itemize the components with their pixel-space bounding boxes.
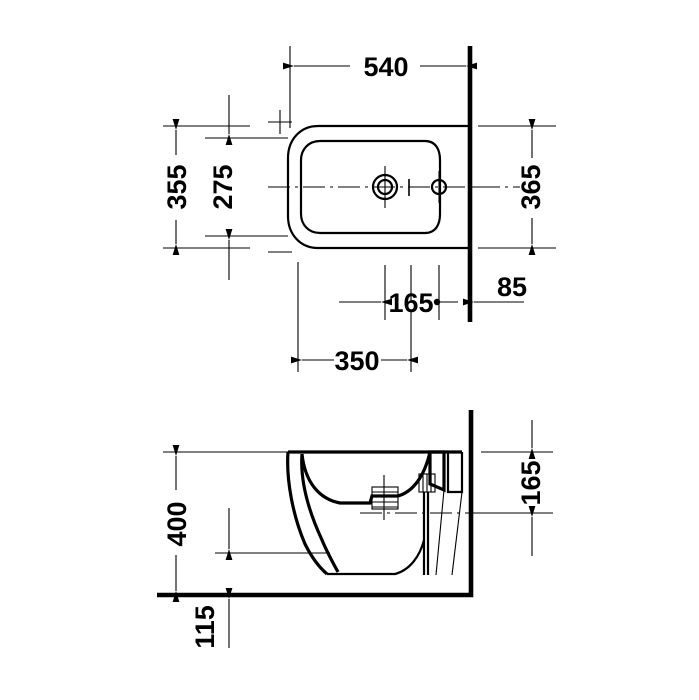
bidet-bowl-inner-surface: [300, 451, 432, 505]
dim-label-85: 85: [497, 272, 527, 302]
dim-label-400: 400: [162, 501, 192, 546]
dim-label-350: 350: [334, 346, 379, 376]
bidet-front-skirt-inner: [300, 453, 340, 573]
outlet-hatch-group: [371, 475, 399, 520]
dim-label-365: 365: [516, 164, 546, 209]
bracket-support-line: [435, 489, 445, 576]
rear-fixing-bracket: [428, 450, 446, 493]
outlet-hatch-box: [371, 486, 399, 510]
bidet-front-skirt-outer: [286, 451, 329, 576]
bracket-support-line-2: [451, 491, 463, 576]
side-view: 400 115 165: [157, 410, 553, 649]
dim-label-115: 115: [190, 605, 220, 649]
dim-label-275: 275: [208, 164, 238, 209]
bidet-inner-bowl-outline: [299, 139, 442, 235]
rear-bracket-inner-edge: [446, 452, 464, 494]
dim-label-355: 355: [162, 164, 192, 209]
side-wall-and-floor: [157, 410, 474, 598]
bidet-bowl-underside: [327, 539, 426, 576]
plan-view: 540 355 275 365 165 350: [162, 46, 556, 376]
dim-label-165-side: 165: [516, 460, 546, 505]
dim-label-540: 540: [363, 52, 408, 82]
